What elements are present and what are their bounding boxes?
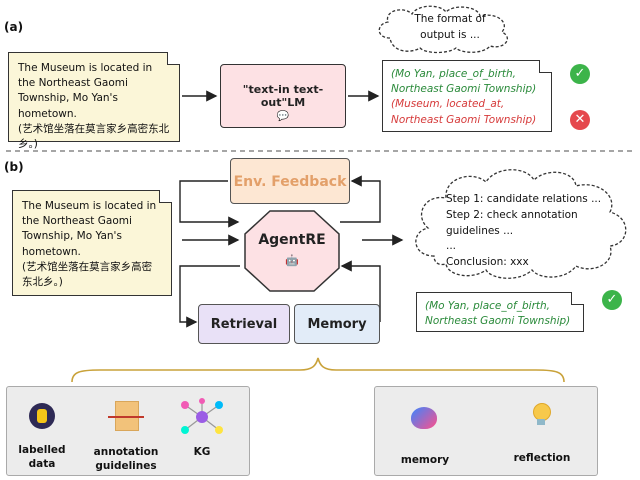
input-sentence-note-b: The Museum is located in the Northeast G…	[12, 190, 172, 296]
reasoning-conclusion: Conclusion: xxx	[446, 256, 529, 268]
reasoning-ellipsis: ...	[446, 240, 457, 253]
lightbulb-icon	[533, 403, 551, 425]
resources-panel-left: labelled data annotation guidelines KG	[6, 386, 250, 476]
text-lm-box: "text-in text-out"LM 💬	[220, 64, 346, 128]
memory-box: Memory	[294, 304, 380, 344]
thought-cloud-a	[378, 5, 508, 54]
resource-memory: memory	[400, 454, 450, 466]
panel-a-label: (a)	[4, 20, 24, 34]
output-note-b: (Mo Yan, place_of_birth, Northeast Gaomi…	[416, 292, 584, 332]
agentre-label: AgentRE	[258, 232, 326, 248]
input-sentence-note-a: The Museum is located in the Northeast G…	[8, 52, 180, 150]
speech-bubble-icon: 💬	[276, 111, 290, 122]
input-sentence-zh: (艺术馆坐落在莫言家乡高密东北乡。)	[18, 122, 170, 151]
output-correct: (Mo Yan, place_of_birth, Northeast Gaomi…	[391, 68, 537, 96]
thought-cloud-text-a: The format of output is ...	[414, 13, 486, 41]
resource-annotation-guidelines: annotation guidelines	[93, 446, 159, 473]
brain-icon	[411, 407, 437, 429]
graph-icon	[181, 398, 223, 434]
resource-labelled-data: labelled data	[18, 444, 66, 471]
reasoning-step2: Step 2: check annotation guidelines ...	[446, 208, 578, 237]
output-note-a: (Mo Yan, place_of_birth, Northeast Gaomi…	[382, 60, 552, 132]
resources-panel-right: memory reflection	[374, 386, 598, 476]
database-icon	[29, 403, 55, 429]
check-icon: ✓	[570, 64, 590, 84]
documents-icon	[108, 401, 144, 431]
reasoning-cloud-text: Step 1: candidate relations ... Step 2: …	[446, 192, 606, 271]
retrieval-box: Retrieval	[198, 304, 290, 344]
input-sentence-en: The Museum is located in the Northeast G…	[18, 62, 153, 120]
robot-icon: 🤖	[285, 254, 299, 267]
lm-label: "text-in text-out"LM	[242, 83, 324, 109]
check-icon: ✓	[602, 290, 622, 310]
reasoning-cloud	[415, 169, 627, 279]
input-sentence-zh-b: (艺术馆坐落在莫言家乡高密东北乡。)	[22, 260, 153, 289]
resource-kg: KG	[193, 446, 211, 458]
output-wrong: (Museum, located_at, Northeast Gaomi Tow…	[391, 98, 537, 126]
resource-reflection: reflection	[513, 452, 571, 464]
panel-b-label: (b)	[4, 160, 24, 174]
output-b: (Mo Yan, place_of_birth, Northeast Gaomi…	[425, 300, 571, 328]
input-sentence-en-b: The Museum is located in the Northeast G…	[22, 200, 157, 258]
agentre-octagon	[244, 210, 340, 292]
env-feedback-box: Env. Feedback	[230, 158, 350, 204]
reasoning-step1: Step 1: candidate relations ...	[446, 193, 602, 205]
cross-icon: ✕	[570, 110, 590, 130]
